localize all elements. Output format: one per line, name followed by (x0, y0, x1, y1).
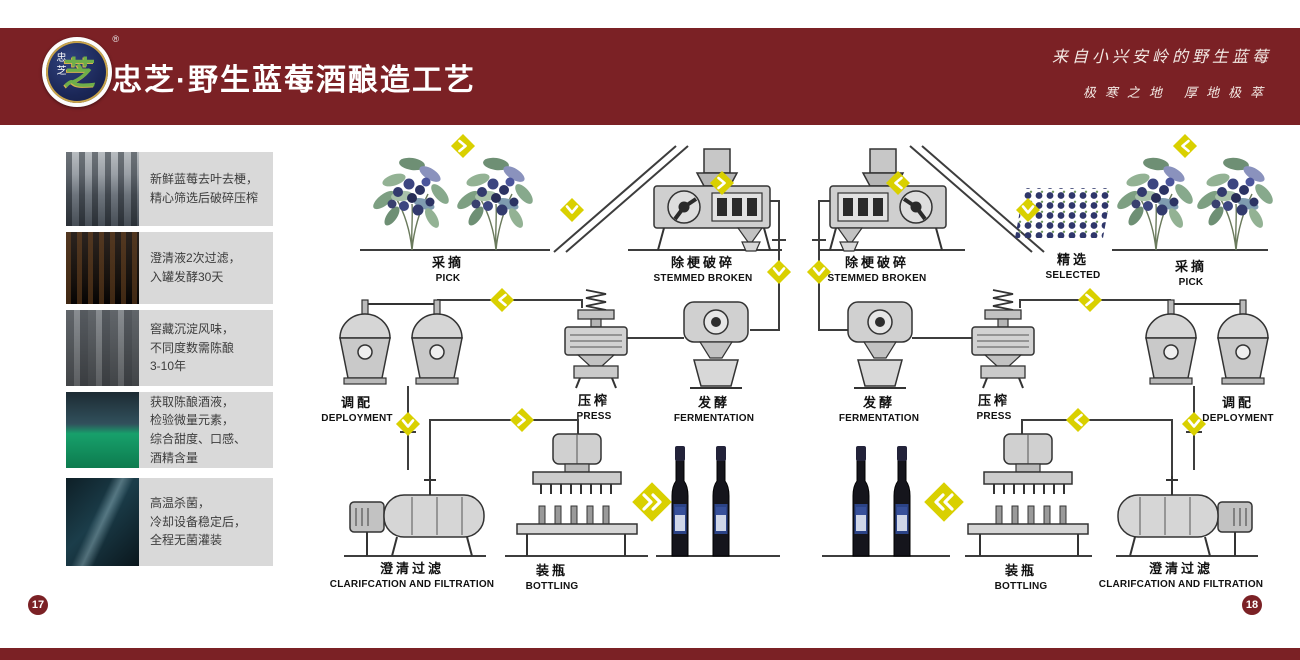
wine-bottle-art (893, 445, 911, 557)
logo-glyph: 芝 (63, 54, 96, 93)
page-title: 忠芝·野生蓝莓酒酿造工艺 (112, 63, 476, 97)
process-note-2: 澄清液2次过滤， 入罐发酵30天 (66, 232, 273, 304)
bottom-accent-bar (0, 648, 1300, 660)
flow-arrow-large-icon (630, 480, 674, 524)
flow-arrow-icon (558, 196, 586, 224)
destemmer-machine-art (652, 147, 772, 253)
stage-stemmed-broken-left: 除梗破碎 STEMMED BROKEN (653, 255, 753, 284)
blueberry-bush-art (453, 155, 537, 251)
bottling-machine-art (967, 433, 1089, 557)
wine-bottle-art (852, 445, 870, 557)
press-machine-art (971, 289, 1035, 389)
stage-fermentation-left: 发酵 FERMENTATION (673, 395, 755, 424)
flow-arrow-icon (488, 286, 516, 314)
stage-stemmed-broken-right: 除梗破碎 STEMMED BROKEN (827, 255, 927, 284)
zhongzhi-logo: 忠芝 芝 ® (42, 34, 119, 107)
stage-clarification-left: 澄清过滤 CLARIFCATION AND FILTRATION (329, 561, 495, 590)
note-text-2: 澄清液2次过滤， 入罐发酵30天 (139, 232, 273, 304)
flow-arrow-icon (765, 258, 793, 286)
process-note-3: 窖藏沉淀风味， 不同度数需陈酿 3-10年 (66, 310, 273, 386)
note-text-4: 获取陈酿酒液， 检验微量元素， 综合甜度、口感、 酒精含量 (139, 392, 273, 468)
blueberry-bush-art (1113, 155, 1197, 251)
logo-emblem: 忠芝 芝 (46, 41, 108, 103)
blueberry-bush-art (1193, 155, 1277, 251)
stage-bottling-left: 装瓶 BOTTLING (525, 563, 579, 592)
page-number-left: 17 (28, 595, 48, 615)
registered-trademark-symbol: ® (112, 34, 119, 44)
selected-berries-grid-art (1015, 188, 1112, 238)
flow-left-art (339, 132, 793, 557)
flow-arrow-icon (1064, 406, 1092, 434)
flow-arrow-icon (1076, 286, 1104, 314)
photo-sterilization-equipment (66, 478, 139, 566)
flow-arrow-icon (449, 132, 477, 160)
stage-press-left: 压榨 PRESS (576, 393, 612, 422)
blending-tanks-art (1145, 299, 1269, 385)
destemmer-machine-art (828, 147, 948, 253)
note-text-3: 窖藏沉淀风味， 不同度数需陈酿 3-10年 (139, 310, 273, 386)
logo-brand-characters: 忠芝 (54, 52, 65, 78)
wine-bottle-art (712, 445, 730, 557)
press-machine-art (564, 289, 628, 389)
header-slogan: 来自小兴安岭的野生蓝莓 极寒之地 厚地极萃 (1052, 43, 1272, 101)
blending-tanks-art (339, 299, 463, 385)
stage-fermentation-right: 发酵 FERMENTATION (838, 395, 920, 424)
flow-right-art (805, 132, 1277, 557)
flow-arrow-icon (1171, 132, 1199, 160)
flow-arrow-icon (394, 410, 422, 438)
fermentation-tank-art (683, 301, 749, 389)
filtration-machine-art (1117, 475, 1253, 557)
photo-cellar-bottles (66, 232, 139, 304)
stage-deployment-left: 调配 DEPLOYMENT (321, 395, 393, 424)
stage-deployment-right: 调配 DEPLOYMENT (1202, 395, 1274, 424)
photo-bottling-line (66, 152, 139, 226)
fermentation-tank-art (847, 301, 913, 389)
wine-bottle-art (671, 445, 689, 557)
process-note-5: 高温杀菌， 冷却设备稳定后， 全程无菌灌装 (66, 478, 273, 566)
stage-press-right: 压榨 PRESS (976, 393, 1012, 422)
stage-pick-right: 采摘 PICK (1174, 259, 1208, 288)
stage-selected-right: 精选 SELECTED (1045, 252, 1101, 281)
photo-steel-tanks (66, 310, 139, 386)
process-notes-sidebar: 新鲜蓝莓去叶去梗， 精心筛选后破碎压榨 澄清液2次过滤， 入罐发酵30天 窖藏沉… (66, 152, 273, 572)
page-number-right: 18 (1242, 595, 1262, 615)
flow-arrow-large-icon (922, 480, 966, 524)
slogan-line-1: 来自小兴安岭的野生蓝莓 (1051, 47, 1272, 66)
note-text-5: 高温杀菌， 冷却设备稳定后， 全程无菌灌装 (139, 478, 273, 566)
filtration-machine-art (349, 475, 485, 557)
flow-arrow-icon (508, 406, 536, 434)
stage-clarification-right: 澄清过滤 CLARIFCATION AND FILTRATION (1098, 561, 1264, 590)
bottling-machine-art (516, 433, 638, 557)
slogan-line-2: 极寒之地 厚地极萃 (1082, 86, 1272, 101)
stage-bottling-right: 装瓶 BOTTLING (994, 563, 1048, 592)
photo-green-cellar (66, 392, 139, 468)
logo-ring: 忠芝 芝 (42, 37, 112, 107)
process-note-1: 新鲜蓝莓去叶去梗， 精心筛选后破碎压榨 (66, 152, 273, 226)
note-text-1: 新鲜蓝莓去叶去梗， 精心筛选后破碎压榨 (139, 152, 273, 226)
header-banner: 忠芝 芝 ® 忠芝·野生蓝莓酒酿造工艺 来自小兴安岭的野生蓝莓 极寒之地 厚地极… (0, 28, 1300, 125)
stage-pick-left: 采摘 PICK (431, 255, 465, 284)
blueberry-bush-art (369, 155, 453, 251)
process-note-4: 获取陈酿酒液， 检验微量元素， 综合甜度、口感、 酒精含量 (66, 392, 273, 468)
